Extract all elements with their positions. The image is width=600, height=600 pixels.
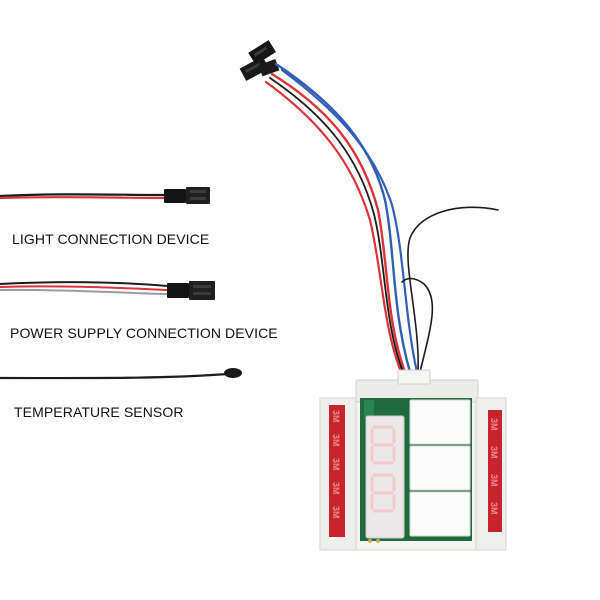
wire-harness xyxy=(264,62,499,374)
temperature-sensor-cable xyxy=(0,368,242,380)
power-supply-cable xyxy=(0,281,215,300)
light-connection-label: LIGHT CONNECTION DEVICE xyxy=(12,231,210,247)
touch-key-bottom xyxy=(409,491,471,537)
svg-text:3M: 3M xyxy=(331,410,341,423)
touch-key-top xyxy=(409,399,471,445)
temperature-sensor-label: TEMPERATURE SENSOR xyxy=(14,404,184,420)
display-module: 3M 3M 3M 3M 3M 3M 3M 3M 3M xyxy=(319,369,507,551)
svg-text:3M: 3M xyxy=(489,418,499,431)
harness-connectors xyxy=(239,40,280,81)
light-connection-cable xyxy=(0,187,210,204)
light-connector xyxy=(164,187,210,204)
touch-keys xyxy=(409,399,471,537)
led-digit-display xyxy=(365,415,405,539)
svg-text:3M: 3M xyxy=(489,474,499,487)
power-connector xyxy=(167,281,215,300)
sensor-probe xyxy=(224,368,242,378)
svg-text:3M: 3M xyxy=(489,446,499,459)
touch-key-middle xyxy=(409,445,471,491)
power-supply-label: POWER SUPPLY CONNECTION DEVICE xyxy=(10,325,278,341)
svg-text:3M: 3M xyxy=(331,434,341,447)
svg-text:3M: 3M xyxy=(489,502,499,515)
adhesive-tape: 3M 3M 3M 3M 3M 3M 3M 3M 3M xyxy=(329,405,502,537)
svg-text:3M: 3M xyxy=(331,482,341,495)
svg-text:3M: 3M xyxy=(331,506,341,519)
svg-text:3M: 3M xyxy=(331,458,341,471)
